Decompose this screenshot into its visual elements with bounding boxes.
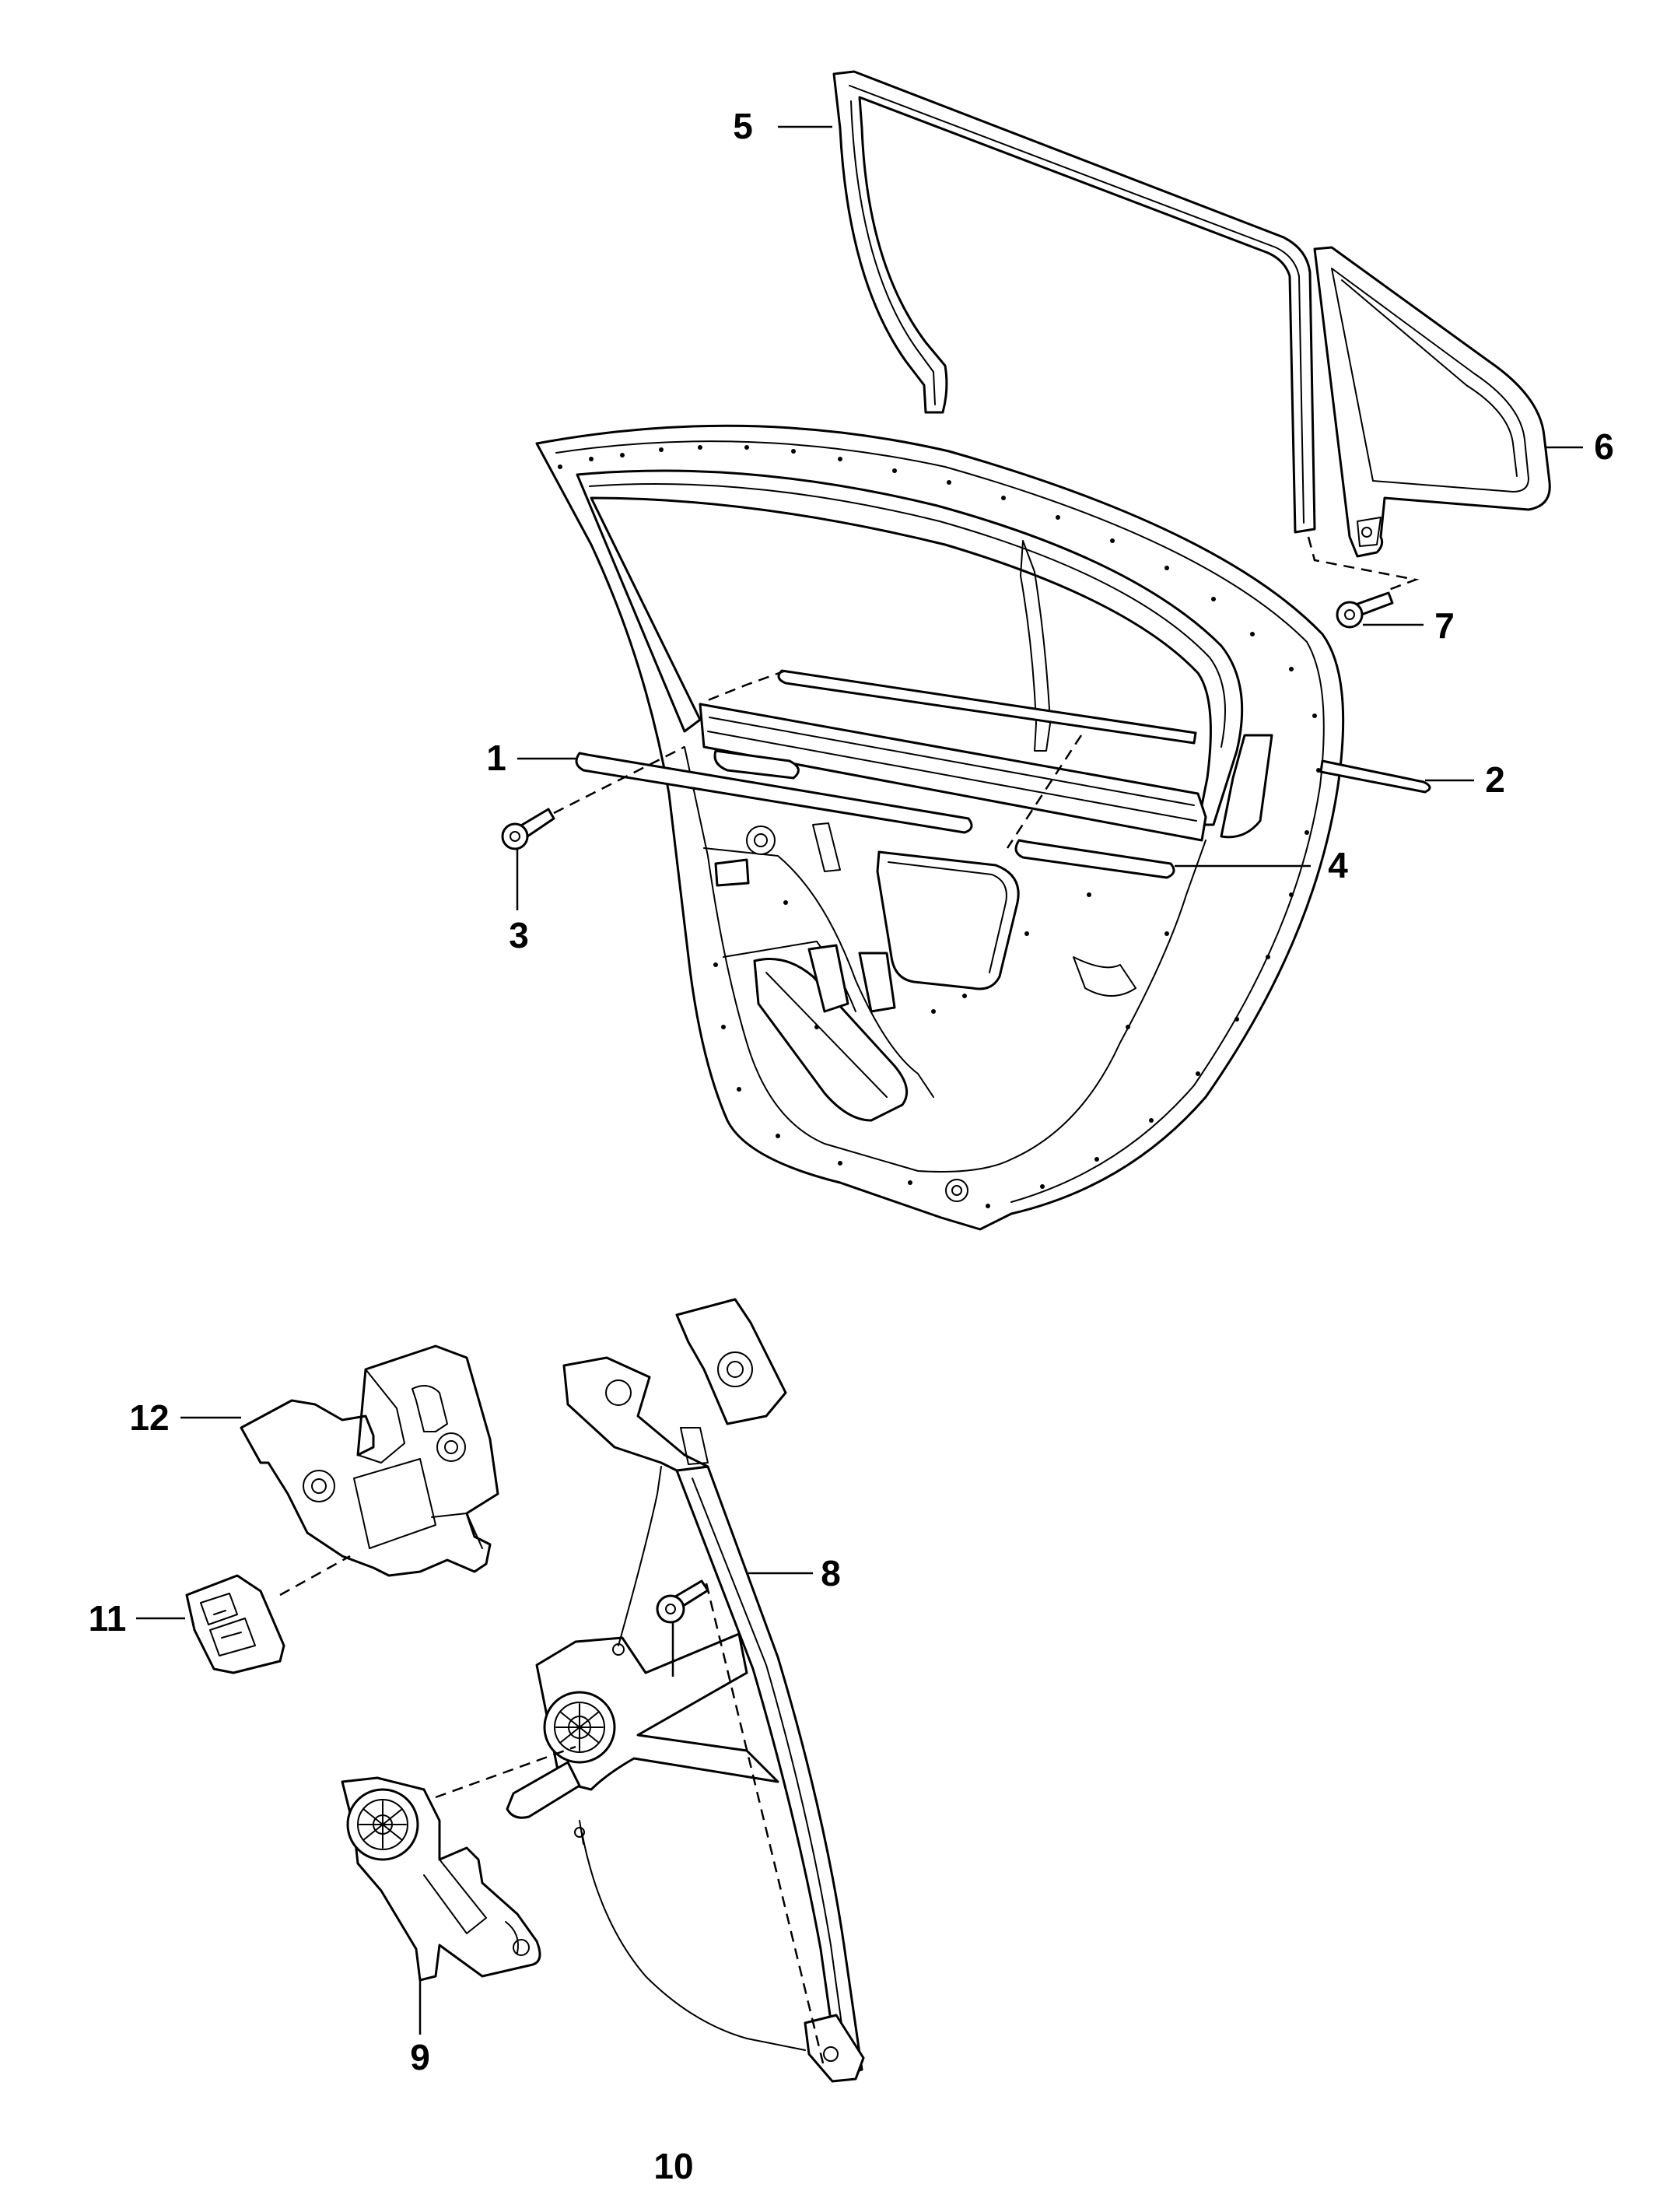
- leader-lines: [136, 125, 1583, 2035]
- part-11-connector: [185, 1574, 285, 1674]
- part-1-outer-belt-strip: [575, 752, 973, 834]
- callout-7: 7: [1434, 605, 1455, 646]
- part-12-control-module: [240, 1344, 499, 1577]
- callout-3: 3: [509, 915, 529, 955]
- door-rim-holes: [558, 445, 1321, 1208]
- callout-8: 8: [821, 1553, 841, 1593]
- part-10-screw: [656, 1579, 709, 1624]
- part-3-screw: [501, 808, 555, 850]
- callout-4: 4: [1328, 845, 1348, 885]
- part-9-window-motor: [341, 1776, 541, 1982]
- callout-9: 9: [410, 2037, 430, 2077]
- part-7-screw: [1336, 591, 1394, 629]
- callout-6: 6: [1594, 426, 1614, 467]
- callout-10: 10: [653, 2146, 693, 2186]
- part-4-rear-belt-strip: [1014, 839, 1175, 879]
- callout-12: 12: [129, 1397, 169, 1438]
- part-5-window-channel: [832, 70, 1316, 534]
- part-8-window-regulator: [506, 1298, 865, 2083]
- callout-1: 1: [486, 738, 506, 778]
- callout-5: 5: [733, 106, 753, 146]
- part-6-quarter-seal: [1313, 246, 1551, 558]
- callout-2: 2: [1485, 759, 1505, 800]
- assembly-guide-lines: [279, 536, 1420, 2070]
- callout-11: 11: [89, 1598, 127, 1639]
- callout-labels: 5 6 7 1 2 3 4 8 9 10 11 12: [89, 106, 1614, 2186]
